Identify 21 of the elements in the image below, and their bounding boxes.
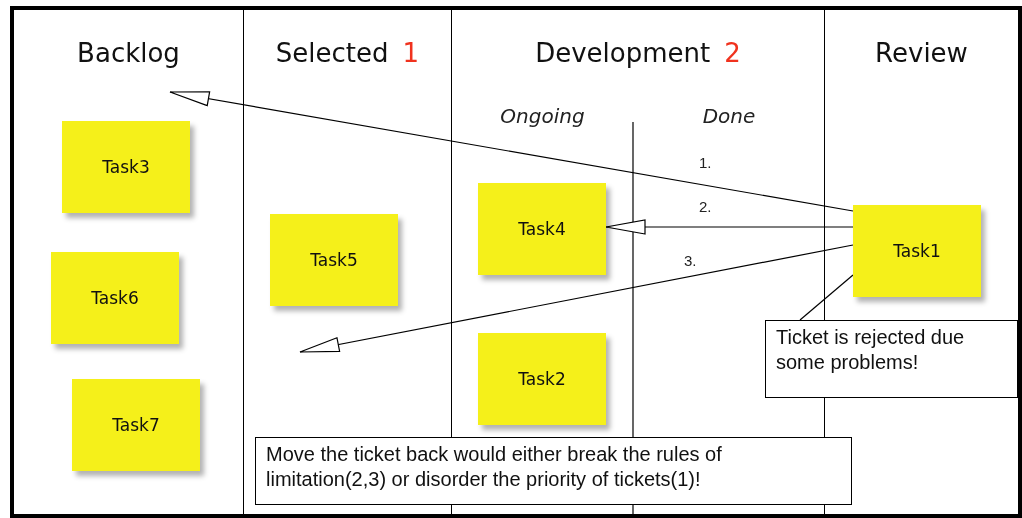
sticky-note: Task3 [62, 121, 190, 213]
sticky-note: Task2 [478, 333, 606, 425]
leader-line [799, 274, 854, 321]
sticky-note: Task1 [853, 205, 981, 297]
sticky-note: Task4 [478, 183, 606, 275]
arrow [299, 244, 854, 353]
column-heading: Backlog [77, 38, 180, 68]
column-heading: Selected [275, 38, 389, 68]
sticky-note: Task7 [72, 379, 200, 471]
column-heading: Review [875, 38, 968, 68]
wip-limit: 2 [724, 38, 741, 68]
arrow [605, 219, 854, 235]
wip-limit: 1 [402, 38, 420, 68]
note: Move the ticket back would either break the rules of limitation(2,3) or disorder the priority of tickets(1)! [255, 437, 852, 505]
callout: Ticket is rejected due some problems! [765, 320, 1018, 398]
column-heading: Development [535, 38, 711, 68]
arrow [169, 91, 854, 212]
sub-column-heading: Done [702, 104, 756, 128]
sticky-note: Task6 [51, 252, 179, 344]
sticky-note: Task5 [270, 214, 398, 306]
sub-column-heading: Ongoing [500, 104, 585, 128]
